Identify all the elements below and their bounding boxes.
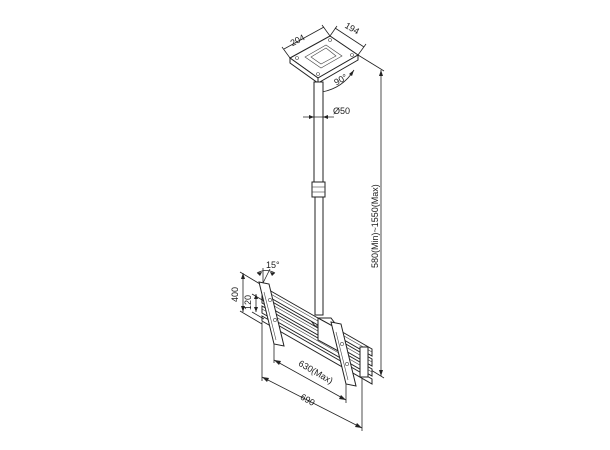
rotation-label: 90° (332, 72, 349, 88)
pole-diameter-label: Ø50 (333, 106, 350, 116)
arm-width-label: 630(Max) (297, 358, 335, 386)
overall-width-label: 690 (299, 392, 317, 408)
screen-bracket (258, 281, 373, 387)
plate-width-label: 204 (289, 32, 307, 48)
tilt-dimension: 15° (256, 260, 280, 284)
pole-length-dimension: 580(Min)~1550(Max) (357, 54, 385, 379)
height-400-dimension: 400 (230, 271, 263, 325)
ceiling-plate (289, 35, 359, 84)
pole-length-label: 580(Min)~1550(Max) (370, 184, 380, 268)
plate-depth-label: 194 (343, 20, 361, 36)
tilt-label: 15° (266, 260, 280, 270)
height-120-dimension: 120 (243, 293, 265, 320)
height-400-label: 400 (230, 287, 240, 302)
height-120-label: 120 (243, 295, 253, 310)
pole-diameter-dimension: Ø50 (303, 106, 350, 119)
pole (311, 81, 326, 316)
